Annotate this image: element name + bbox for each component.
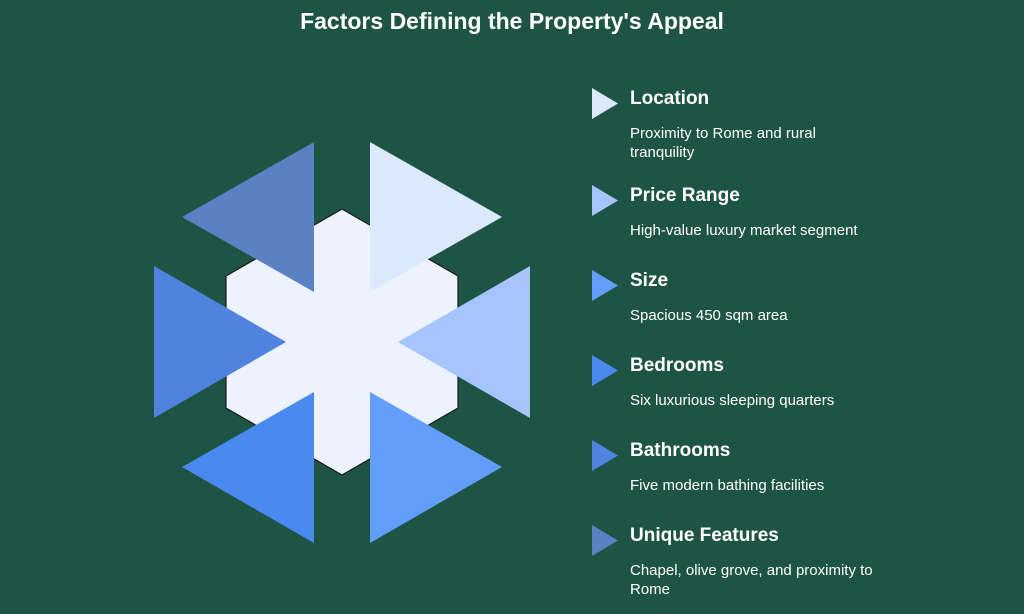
unique-features-marker-icon xyxy=(592,525,618,556)
factor-triangle-unique-features xyxy=(182,142,314,292)
size-marker-icon xyxy=(592,270,618,301)
factor-title: Size xyxy=(630,270,669,291)
price-range-marker-icon xyxy=(592,185,618,216)
factor-description: Six luxurious sleeping quarters xyxy=(630,392,835,409)
bathrooms-marker-icon xyxy=(592,440,618,471)
factor-description: Five modern bathing facilities xyxy=(630,477,825,494)
page-title: Factors Defining the Property's Appeal xyxy=(300,8,724,34)
factor-title: Location xyxy=(630,88,710,109)
factor-triangle-size xyxy=(370,392,502,543)
factor-triangle-location xyxy=(370,142,502,292)
bedrooms-marker-icon xyxy=(592,355,618,386)
factor-description: Chapel, olive grove, and proximity to Ro… xyxy=(630,562,873,598)
factor-title: Bedrooms xyxy=(630,355,724,376)
factor-title: Price Range xyxy=(630,185,740,206)
location-marker-icon xyxy=(592,88,618,119)
factor-title: Bathrooms xyxy=(630,440,731,461)
factor-triangle-bedrooms xyxy=(182,392,314,543)
factor-description: Spacious 450 sqm area xyxy=(630,307,788,324)
factor-title: Unique Features xyxy=(630,525,779,546)
factor-triangle-bathrooms xyxy=(154,266,286,418)
central-hexagon xyxy=(225,208,459,476)
factor-description: Proximity to Rome and rural tranquility xyxy=(630,125,816,161)
factor-triangle-price-range xyxy=(398,266,530,418)
factor-description: High-value luxury market segment xyxy=(630,222,858,239)
